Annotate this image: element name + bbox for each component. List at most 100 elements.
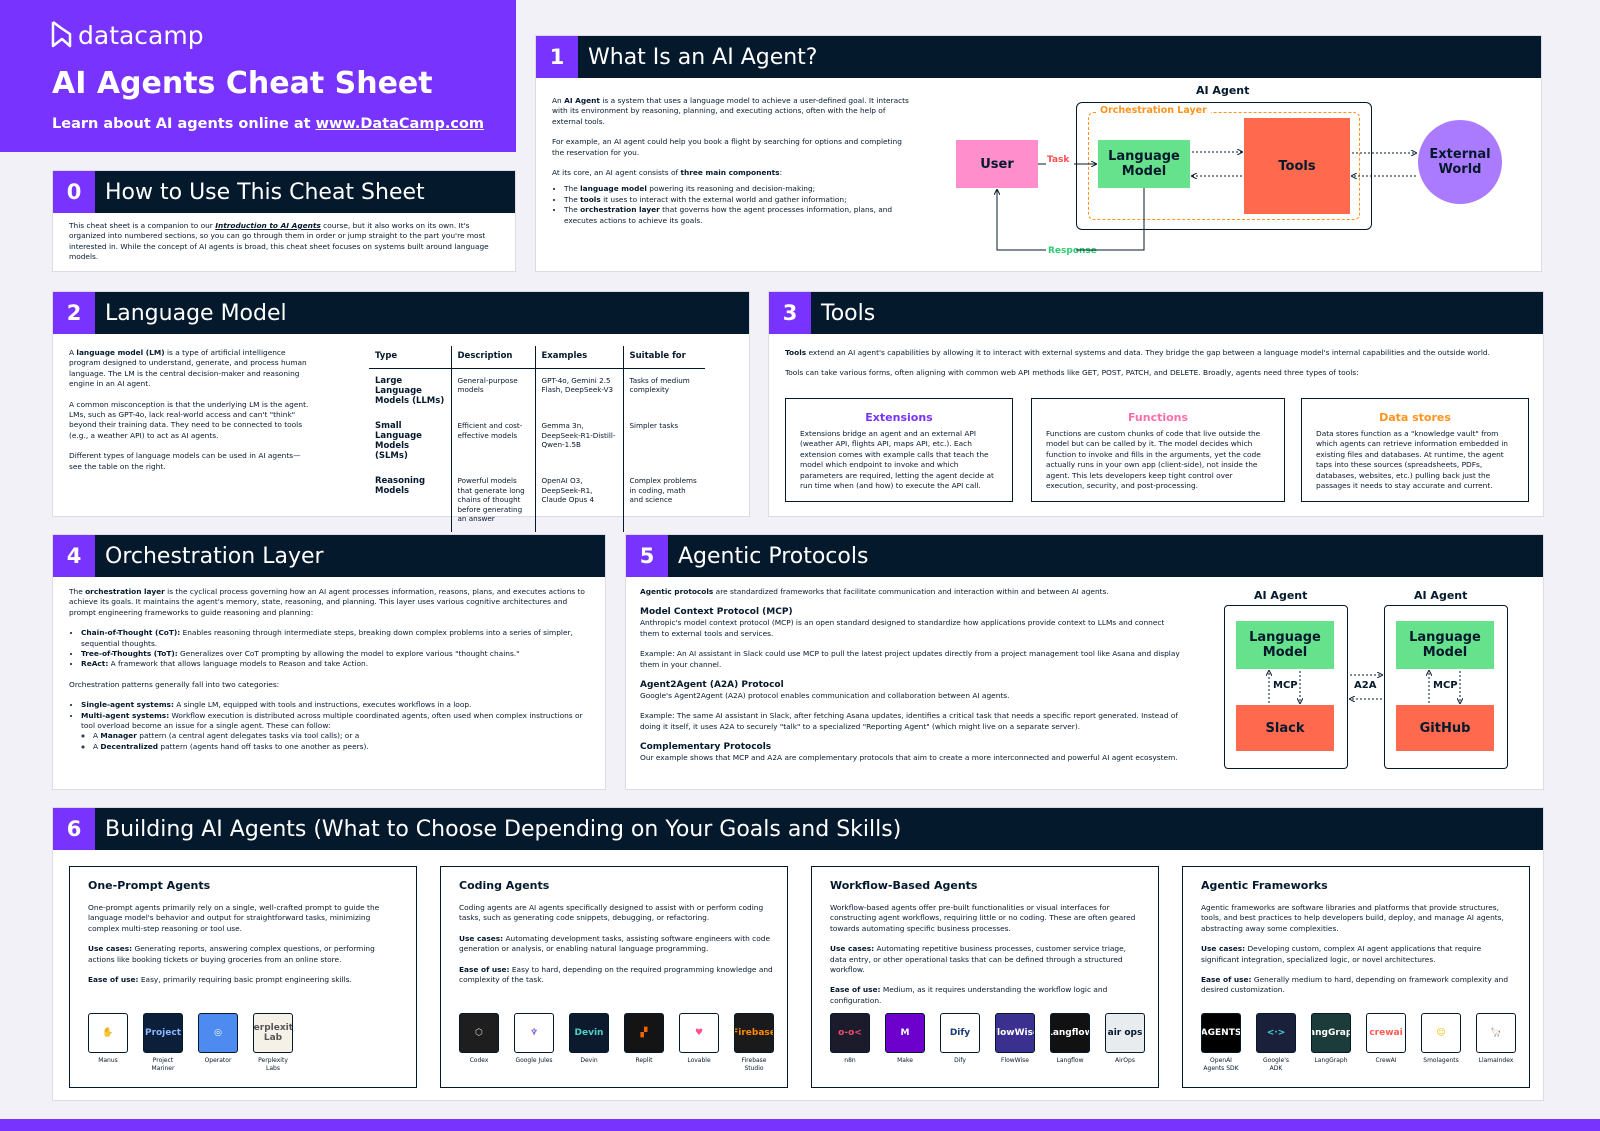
logo-label: Langflow — [1056, 1057, 1084, 1064]
language-model-node: Language Model — [1098, 140, 1190, 188]
footer-bar — [0, 1119, 1600, 1131]
table-header: Type — [369, 346, 451, 369]
language-model-node: Language Model — [1396, 621, 1494, 669]
course-link[interactable]: Introduction to AI Agents — [215, 221, 321, 230]
list-item: A Decentralized pattern (agents hand off… — [93, 742, 595, 752]
logo-label: Operator — [204, 1057, 232, 1064]
section-4-body: The orchestration layer is the cyclical … — [69, 587, 595, 762]
logo-icon: FlowWise — [995, 1013, 1035, 1053]
tool-logo[interactable]: <·>Google's ADK — [1256, 1013, 1296, 1073]
response-label: Response — [1046, 246, 1099, 256]
card-title: Data stores — [1379, 411, 1451, 424]
card-body: Workflow-based agents offer pre-built fu… — [830, 903, 1136, 1005]
section-2-body: A language model (LM) is a type of artif… — [69, 348, 309, 471]
logo-icon: ⬡ — [459, 1013, 499, 1053]
tool-logo[interactable]: o-o<n8n — [830, 1013, 870, 1065]
tool-logo[interactable]: ▞Replit — [624, 1013, 664, 1073]
logo-icon: LangGraph — [1311, 1013, 1351, 1053]
tool-logo[interactable]: ♥Lovable — [679, 1013, 719, 1073]
tool-logo[interactable]: LangGraphLangGraph — [1311, 1013, 1351, 1073]
datacamp-link[interactable]: www.DataCamp.com — [315, 116, 485, 132]
tool-logo[interactable]: ♆Google Jules — [514, 1013, 554, 1073]
section-title: Language Model — [105, 300, 287, 326]
brand-logo[interactable]: datacamp — [50, 20, 204, 50]
logo-label: OpenAI Agents SDK — [1203, 1057, 1239, 1072]
table-row: Small Language Models (SLMs)Efficient an… — [369, 414, 705, 469]
section-2-panel: 2 Language Model A language model (LM) is… — [52, 291, 750, 532]
card-body: Agentic frameworks are software librarie… — [1201, 903, 1509, 995]
section-number: 1 — [536, 36, 578, 78]
agent-category-card: One-Prompt Agents One-prompt agents prim… — [69, 866, 417, 1088]
logo-icon: Langflow — [1050, 1013, 1090, 1053]
diagram-arrows — [946, 80, 1536, 251]
ai-agent-label: AI Agent — [1254, 589, 1308, 602]
header-banner: datacamp AI Agents Cheat Sheet Learn abo… — [0, 0, 516, 152]
logo-icon: ♆ — [514, 1013, 554, 1053]
logo-icon: 🦙 — [1476, 1013, 1516, 1053]
section-title: What Is an AI Agent? — [588, 44, 818, 70]
section-title: Agentic Protocols — [678, 543, 869, 569]
tool-logo[interactable]: ✋Manus — [88, 1013, 128, 1073]
tool-card-functions: Functions Functions are custom chunks of… — [1031, 398, 1285, 502]
section-number: 2 — [53, 292, 95, 334]
logo-label: Project Mariner — [151, 1057, 175, 1072]
ai-agent-label: AI Agent — [1414, 589, 1468, 602]
list-item: Chain-of-Thought (CoT): Enables reasonin… — [81, 628, 595, 649]
tool-logo[interactable]: 🦙LlamaIndex — [1476, 1013, 1516, 1073]
section-5-body: Agentic protocols are standardized frame… — [640, 587, 1180, 763]
mcp-label: MCP — [1271, 680, 1300, 691]
section-0-header: 0 How to Use This Cheat Sheet — [53, 171, 515, 213]
tools-node: Tools — [1244, 118, 1350, 214]
tool-logo[interactable]: LangflowLangflow — [1050, 1013, 1090, 1065]
logo-label: LangGraph — [1314, 1057, 1348, 1064]
logo-label: AirOps — [1115, 1057, 1135, 1064]
tool-logo[interactable]: ☺Smolagents — [1421, 1013, 1461, 1073]
logo-label: Perplexity Labs — [258, 1057, 288, 1072]
logo-label: Codex — [469, 1057, 489, 1064]
tool-logo[interactable]: FlowWiseFlowWise — [995, 1013, 1035, 1065]
tool-logo[interactable]: ⬡ Codex — [459, 1013, 499, 1073]
logo-label: Make — [897, 1057, 913, 1064]
logo-label: Manus — [98, 1057, 118, 1064]
logo-label: Firebase Studio — [741, 1057, 767, 1072]
list-item: ReAct: A framework that allows language … — [81, 659, 595, 669]
language-model-table: Type Description Examples Suitable for L… — [369, 346, 705, 532]
section-number: 0 — [53, 171, 95, 213]
card-title: Workflow-Based Agents — [830, 879, 978, 892]
card-title: One-Prompt Agents — [88, 879, 211, 892]
logo-icon: Project — [143, 1013, 183, 1053]
section-number: 4 — [53, 535, 95, 577]
language-model-node: Language Model — [1236, 621, 1334, 669]
tool-logo[interactable]: ◎Operator — [198, 1013, 238, 1073]
subheading: Complementary Protocols — [640, 742, 772, 753]
github-node: GitHub — [1396, 705, 1494, 751]
logo-label: Replit — [635, 1057, 653, 1064]
section-title: How to Use This Cheat Sheet — [105, 179, 425, 205]
protocols-diagram: AI Agent AI Agent Language Model Languag… — [1224, 589, 1524, 789]
section-0-body: This cheat sheet is a companion to our I… — [69, 221, 489, 262]
logo-label: FlowWise — [1001, 1057, 1029, 1064]
section-2-header: 2 Language Model — [53, 292, 749, 334]
tool-card-extensions: Extensions Extensions bridge an agent an… — [785, 398, 1013, 502]
logo-icon: ♥ — [679, 1013, 719, 1053]
logo-label: Google's ADK — [1263, 1057, 1289, 1072]
logo-icon: Firebase — [734, 1013, 774, 1053]
external-world-node: External World — [1418, 120, 1502, 204]
